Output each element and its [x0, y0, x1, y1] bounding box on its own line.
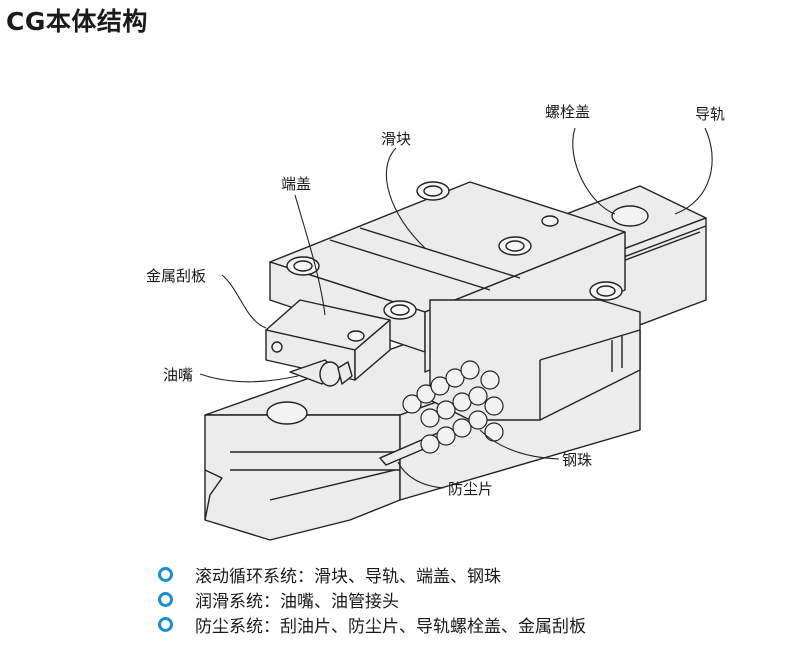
leader-end-cap — [294, 194, 326, 316]
label-grease-nipple: 油嘴 — [163, 366, 194, 384]
leader-metal-scraper — [221, 274, 267, 329]
label-end-cap: 端盖 — [281, 175, 312, 193]
steel-balls — [402, 360, 504, 454]
leader-bolt-cap — [572, 127, 616, 215]
label-bolt-cap: 螺栓盖 — [545, 103, 591, 121]
list-item-text: 润滑系统：油嘴、油管接头 — [195, 592, 399, 612]
list-item: 润滑系统：油嘴、油管接头 — [158, 587, 586, 612]
leader-block — [385, 147, 426, 249]
label-block: 滑块 — [381, 130, 412, 148]
leader-grease-nipple — [199, 373, 299, 383]
label-steel-ball: 钢珠 — [562, 451, 593, 469]
bolt-cap-shape — [611, 205, 649, 227]
circle-bullet-icon — [158, 567, 173, 582]
list-item-text: 防尘系统：刮油片、防尘片、导轨螺栓盖、金属刮板 — [195, 617, 586, 637]
label-rail: 导轨 — [695, 105, 726, 123]
list-item: 滚动循环系统：滑块、导轨、端盖、钢珠 — [158, 562, 586, 587]
linear-guide-diagram — [199, 127, 713, 541]
label-dust-plate: 防尘片 — [448, 480, 494, 498]
circle-bullet-icon — [158, 592, 173, 607]
list-item: 防尘系统：刮油片、防尘片、导轨螺栓盖、金属刮板 — [158, 612, 586, 637]
leader-dust-plate — [397, 461, 445, 489]
page-title: CG本体结构 — [6, 7, 148, 36]
grease-nipple-shape — [289, 359, 353, 387]
feature-list: 滚动循环系统：滑块、导轨、端盖、钢珠 润滑系统：油嘴、油管接头 防尘系统：刮油片… — [158, 562, 586, 637]
leader-steel-ball — [479, 429, 560, 460]
leader-rail — [674, 127, 713, 215]
list-item-text: 滚动循环系统：滑块、导轨、端盖、钢珠 — [195, 567, 501, 587]
circle-bullet-icon — [158, 617, 173, 632]
label-metal-scraper: 金属刮板 — [146, 267, 207, 285]
